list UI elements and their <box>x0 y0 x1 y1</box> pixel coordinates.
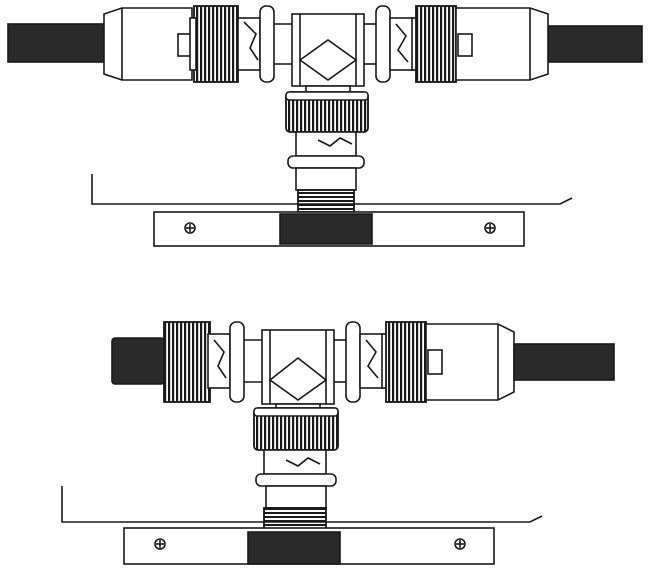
bottom-panel-jack <box>247 531 341 565</box>
bottom-right-knurled-nut <box>385 321 427 403</box>
terminator-plug <box>111 337 165 385</box>
right-knurled-nut <box>415 5 457 83</box>
right-cable <box>547 25 643 63</box>
bottom-stem-ring <box>255 473 337 487</box>
right-collar-ring <box>375 5 391 83</box>
bottom-right-cable <box>513 343 615 381</box>
diagram-top <box>7 5 643 247</box>
stem-ring <box>287 155 365 169</box>
left-cable <box>7 23 109 63</box>
left-bayonet-sleeve <box>237 17 261 71</box>
stem-threaded-bushing <box>297 189 355 213</box>
bottom-panel-sheet <box>61 486 543 523</box>
panel-sheet <box>91 174 573 205</box>
left-knurled-nut <box>193 5 239 83</box>
bottom-right-collar-ring <box>345 321 361 403</box>
bottom-left-knurled-nut <box>163 321 211 403</box>
left-collar-ring <box>259 5 275 83</box>
diagram-bottom <box>61 321 615 565</box>
panel-jack <box>279 213 373 245</box>
bottom-left-collar-ring <box>229 321 245 403</box>
